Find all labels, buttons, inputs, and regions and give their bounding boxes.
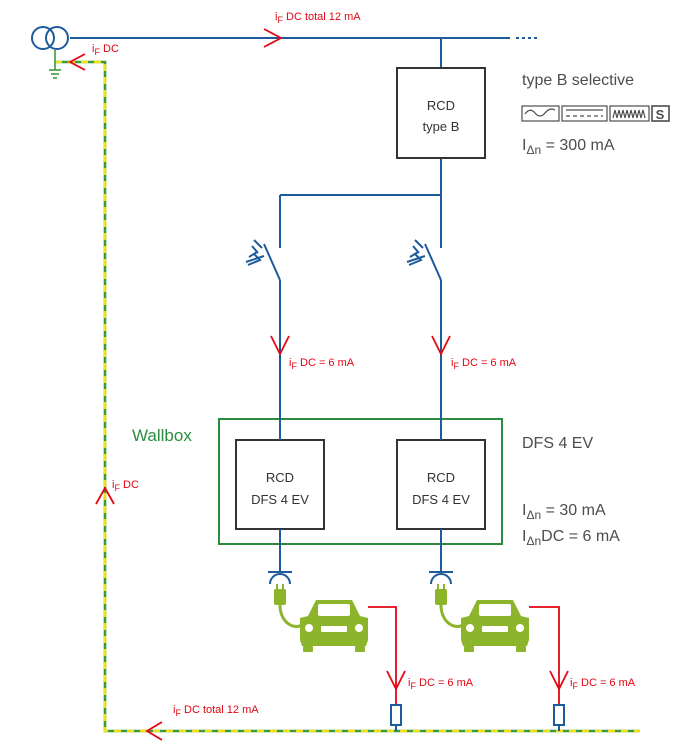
label-return-top: iF DC [92,43,119,57]
current-arrow-branch-left [270,335,290,357]
label-total-top: iF DC total 12 mA [275,11,361,25]
rcd-left-line1: RCD [266,470,294,485]
car-icon-left [300,600,368,652]
wallbox-frame [218,418,503,545]
ground-icon [49,50,61,79]
current-arrow-load-left [386,670,406,692]
rcd-right-line2: DFS 4 EV [412,492,470,507]
label-load-right: iF DC = 6 mA [570,677,636,691]
breaker-icon-left [245,239,281,392]
breaker-icon-right [406,239,442,392]
protective-earth-path [55,60,640,733]
rcd-dfs-left: RCD DFS 4 EV [235,439,325,530]
resistor-icon-left [390,704,402,731]
wallbox-wiring [279,392,442,572]
fault-path-left [368,606,397,705]
label-branch-left: iF DC = 6 mA [289,357,355,371]
dfs-spec-title: DFS 4 EV [522,435,593,452]
main-spec-title: type B selective [522,72,634,89]
rcd-main-line2: type B [423,119,460,134]
socket-icon-left [268,571,292,585]
dfs-spec-rating1: IΔn = 30 mA [522,502,606,522]
rcd-left-line2: DFS 4 EV [251,492,309,507]
wallbox-label: Wallbox [132,426,192,445]
rcd-dfs-right: RCD DFS 4 EV [396,439,486,530]
rcd-right-line1: RCD [427,470,455,485]
fault-path-right [529,606,560,705]
waveform-icon [521,105,670,122]
main-feeder [279,38,442,245]
transformer-icon [31,26,69,50]
current-arrow-return-left [95,486,115,505]
rcd-main-box: RCD type B [396,67,486,159]
current-arrow-branch-right [431,335,451,357]
current-arrow-return-bottom [145,721,163,741]
selective-s-icon: S [656,107,665,122]
main-spec-rating: IΔn = 300 mA [522,137,615,157]
label-total-bottom: iF DC total 12 mA [173,704,259,718]
car-icon-right [461,600,529,652]
dfs-spec-rating2: IΔnDC = 6 mA [522,528,620,548]
label-branch-right: iF DC = 6 mA [451,357,517,371]
current-arrow-load-right [549,670,569,692]
label-return-left: iF DC [112,479,139,493]
current-arrow-return-top [68,53,86,71]
current-arrow-top [263,28,283,48]
socket-icon-right [429,571,453,585]
label-load-left: iF DC = 6 mA [408,677,474,691]
rcd-main-line1: RCD [427,98,455,113]
resistor-icon-right [553,704,565,731]
